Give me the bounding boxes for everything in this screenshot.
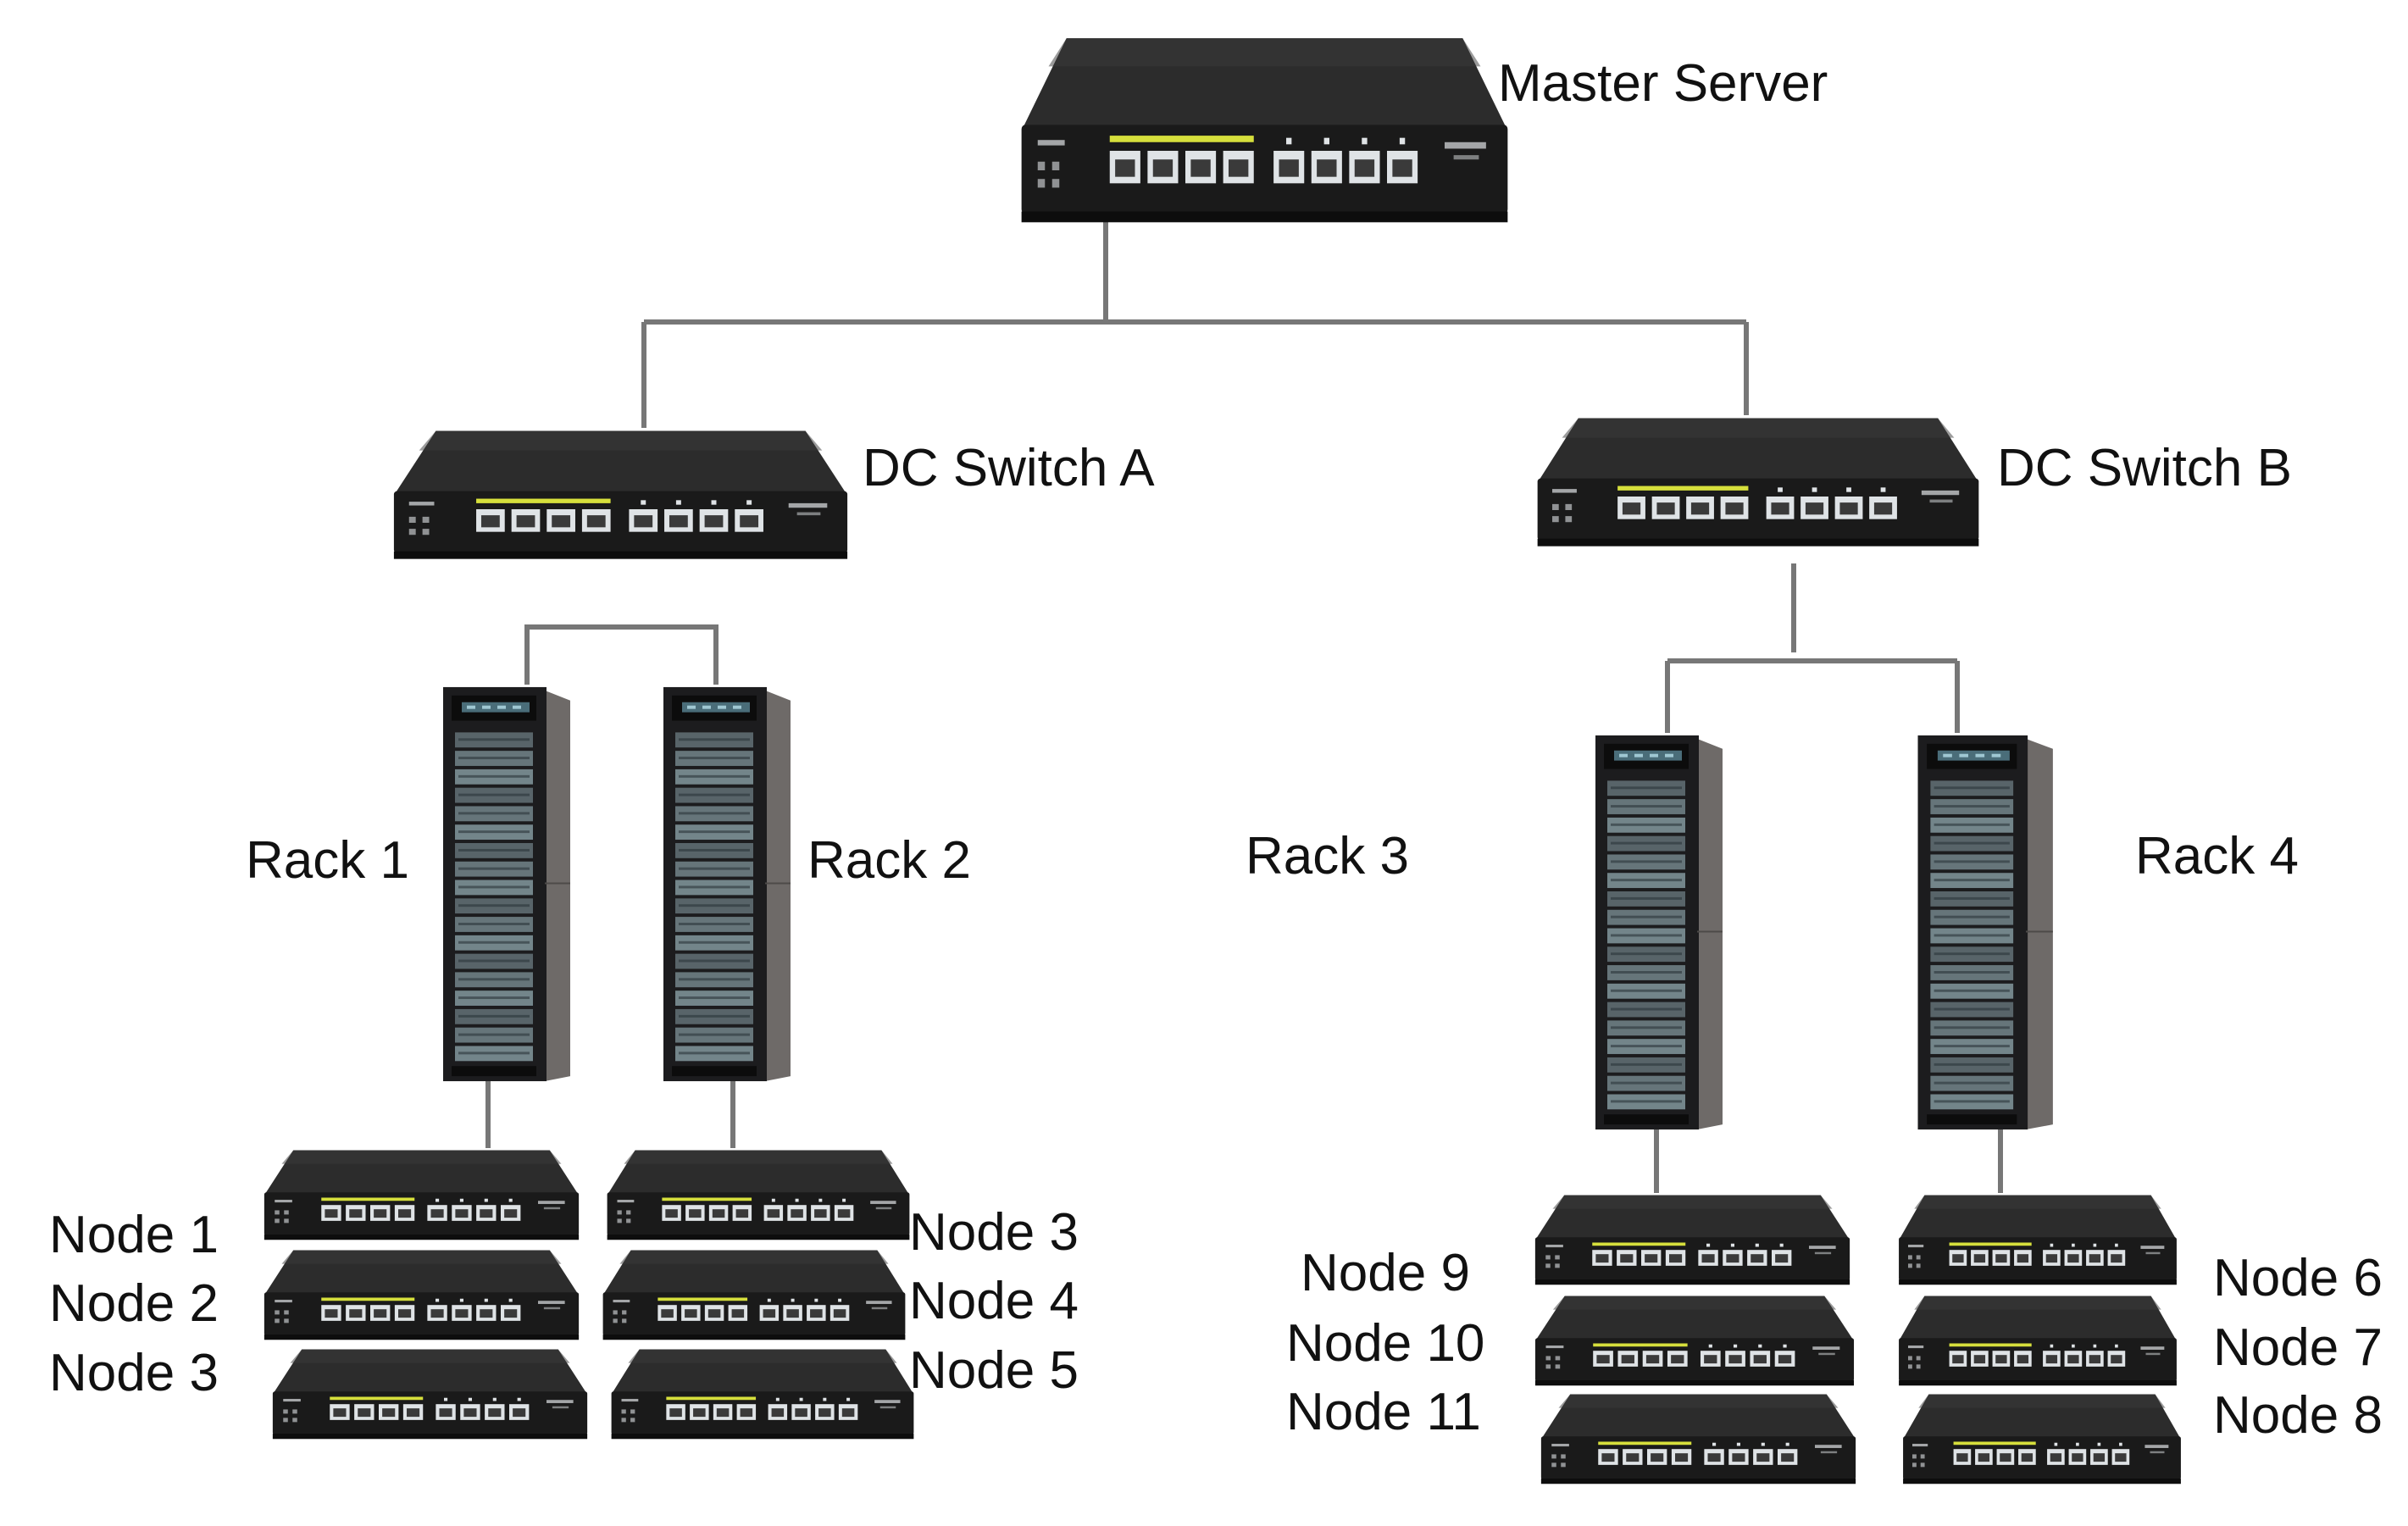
node-label: Node 5 bbox=[909, 1341, 1079, 1400]
node-switch-icon bbox=[267, 1347, 593, 1442]
dc-switch-a-icon bbox=[386, 428, 856, 563]
node-label: Node 11 bbox=[1286, 1383, 1481, 1441]
node-switch-icon bbox=[1894, 1193, 2182, 1288]
node-switch-icon bbox=[602, 1148, 915, 1243]
node-switch-icon bbox=[1894, 1294, 2182, 1389]
rack-1-label: Rack 1 bbox=[246, 831, 409, 890]
node-switch-icon bbox=[1898, 1392, 2186, 1487]
node-label: Node 1 bbox=[49, 1206, 219, 1264]
rack-4-icon bbox=[1911, 730, 2055, 1133]
dc-switch-b-icon bbox=[1529, 415, 1987, 551]
node-label: Node 7 bbox=[2213, 1318, 2383, 1377]
node-switch-icon bbox=[597, 1248, 911, 1343]
node-label: Node 2 bbox=[49, 1274, 219, 1333]
node-switch-icon bbox=[258, 1248, 585, 1343]
node-label: Node 3 bbox=[49, 1344, 219, 1402]
node-switch-icon bbox=[606, 1347, 919, 1442]
node-label: Node 8 bbox=[2213, 1386, 2383, 1445]
rack-2-icon bbox=[657, 682, 792, 1085]
dc-switch-a-label: DC Switch A bbox=[863, 439, 1155, 497]
master-server-label: Master Server bbox=[1498, 54, 1828, 113]
rack-3-icon bbox=[1589, 730, 1724, 1133]
node-switch-icon bbox=[1529, 1294, 1860, 1389]
rack-2-label: Rack 2 bbox=[807, 831, 971, 890]
rack-3-label: Rack 3 bbox=[1246, 827, 1409, 885]
node-label: Node 9 bbox=[1301, 1244, 1470, 1302]
node-switch-icon bbox=[258, 1148, 585, 1243]
node-label: Node 3 bbox=[909, 1203, 1079, 1262]
node-switch-icon bbox=[1535, 1392, 1861, 1487]
rack-4-label: Rack 4 bbox=[2135, 827, 2299, 885]
rack-1-icon bbox=[436, 682, 572, 1085]
link-rack-1-2-bridge bbox=[524, 624, 719, 685]
node-label: Node 10 bbox=[1286, 1314, 1485, 1373]
node-label: Node 4 bbox=[909, 1272, 1079, 1330]
dc-switch-b-label: DC Switch B bbox=[1997, 439, 2292, 497]
node-label: Node 6 bbox=[2213, 1249, 2383, 1307]
master-server-icon bbox=[1013, 34, 1517, 229]
node-switch-icon bbox=[1529, 1193, 1856, 1288]
